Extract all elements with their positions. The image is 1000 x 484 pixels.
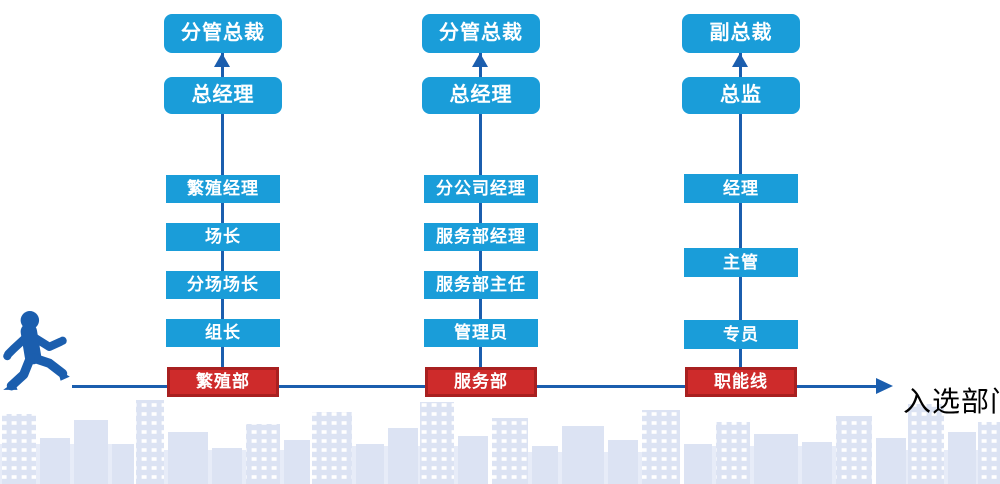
position-box: 管理员 — [424, 319, 538, 347]
position-box: 总经理 — [164, 77, 282, 114]
connector-line — [739, 52, 742, 388]
position-box: 分管总裁 — [164, 14, 282, 53]
position-box: 场长 — [166, 223, 280, 251]
position-box: 经理 — [684, 174, 798, 203]
career-path-column-2: 分管总裁 总经理 分公司经理 服务部经理 服务部主任 管理员 服务部 — [422, 0, 540, 400]
connector-line — [479, 52, 482, 388]
position-box: 分场场长 — [166, 271, 280, 299]
position-box: 分公司经理 — [424, 175, 538, 203]
arrow-right-icon — [876, 378, 893, 394]
position-box: 副总裁 — [682, 14, 800, 53]
position-box: 服务部经理 — [424, 223, 538, 251]
department-box: 服务部 — [425, 367, 537, 397]
position-box: 主管 — [684, 248, 798, 277]
walking-person-icon — [3, 311, 70, 391]
city-skyline-background — [0, 400, 1000, 484]
position-box: 总经理 — [422, 77, 540, 114]
position-box: 专员 — [684, 320, 798, 349]
position-box: 总监 — [682, 77, 800, 114]
connector-line — [221, 52, 224, 388]
career-path-column-3: 副总裁 总监 经理 主管 专员 职能线 — [682, 0, 800, 400]
position-box: 分管总裁 — [422, 14, 540, 53]
arrow-up-icon — [214, 53, 230, 67]
arrow-up-icon — [472, 53, 488, 67]
position-box: 繁殖经理 — [166, 175, 280, 203]
arrow-up-icon — [732, 53, 748, 67]
axis-label: 入选部门 — [903, 386, 1000, 417]
career-path-column-1: 分管总裁 总经理 繁殖经理 场长 分场场长 组长 繁殖部 — [164, 0, 282, 400]
department-box: 繁殖部 — [167, 367, 279, 397]
department-box: 职能线 — [685, 367, 797, 397]
position-box: 组长 — [166, 319, 280, 347]
position-box: 服务部主任 — [424, 271, 538, 299]
